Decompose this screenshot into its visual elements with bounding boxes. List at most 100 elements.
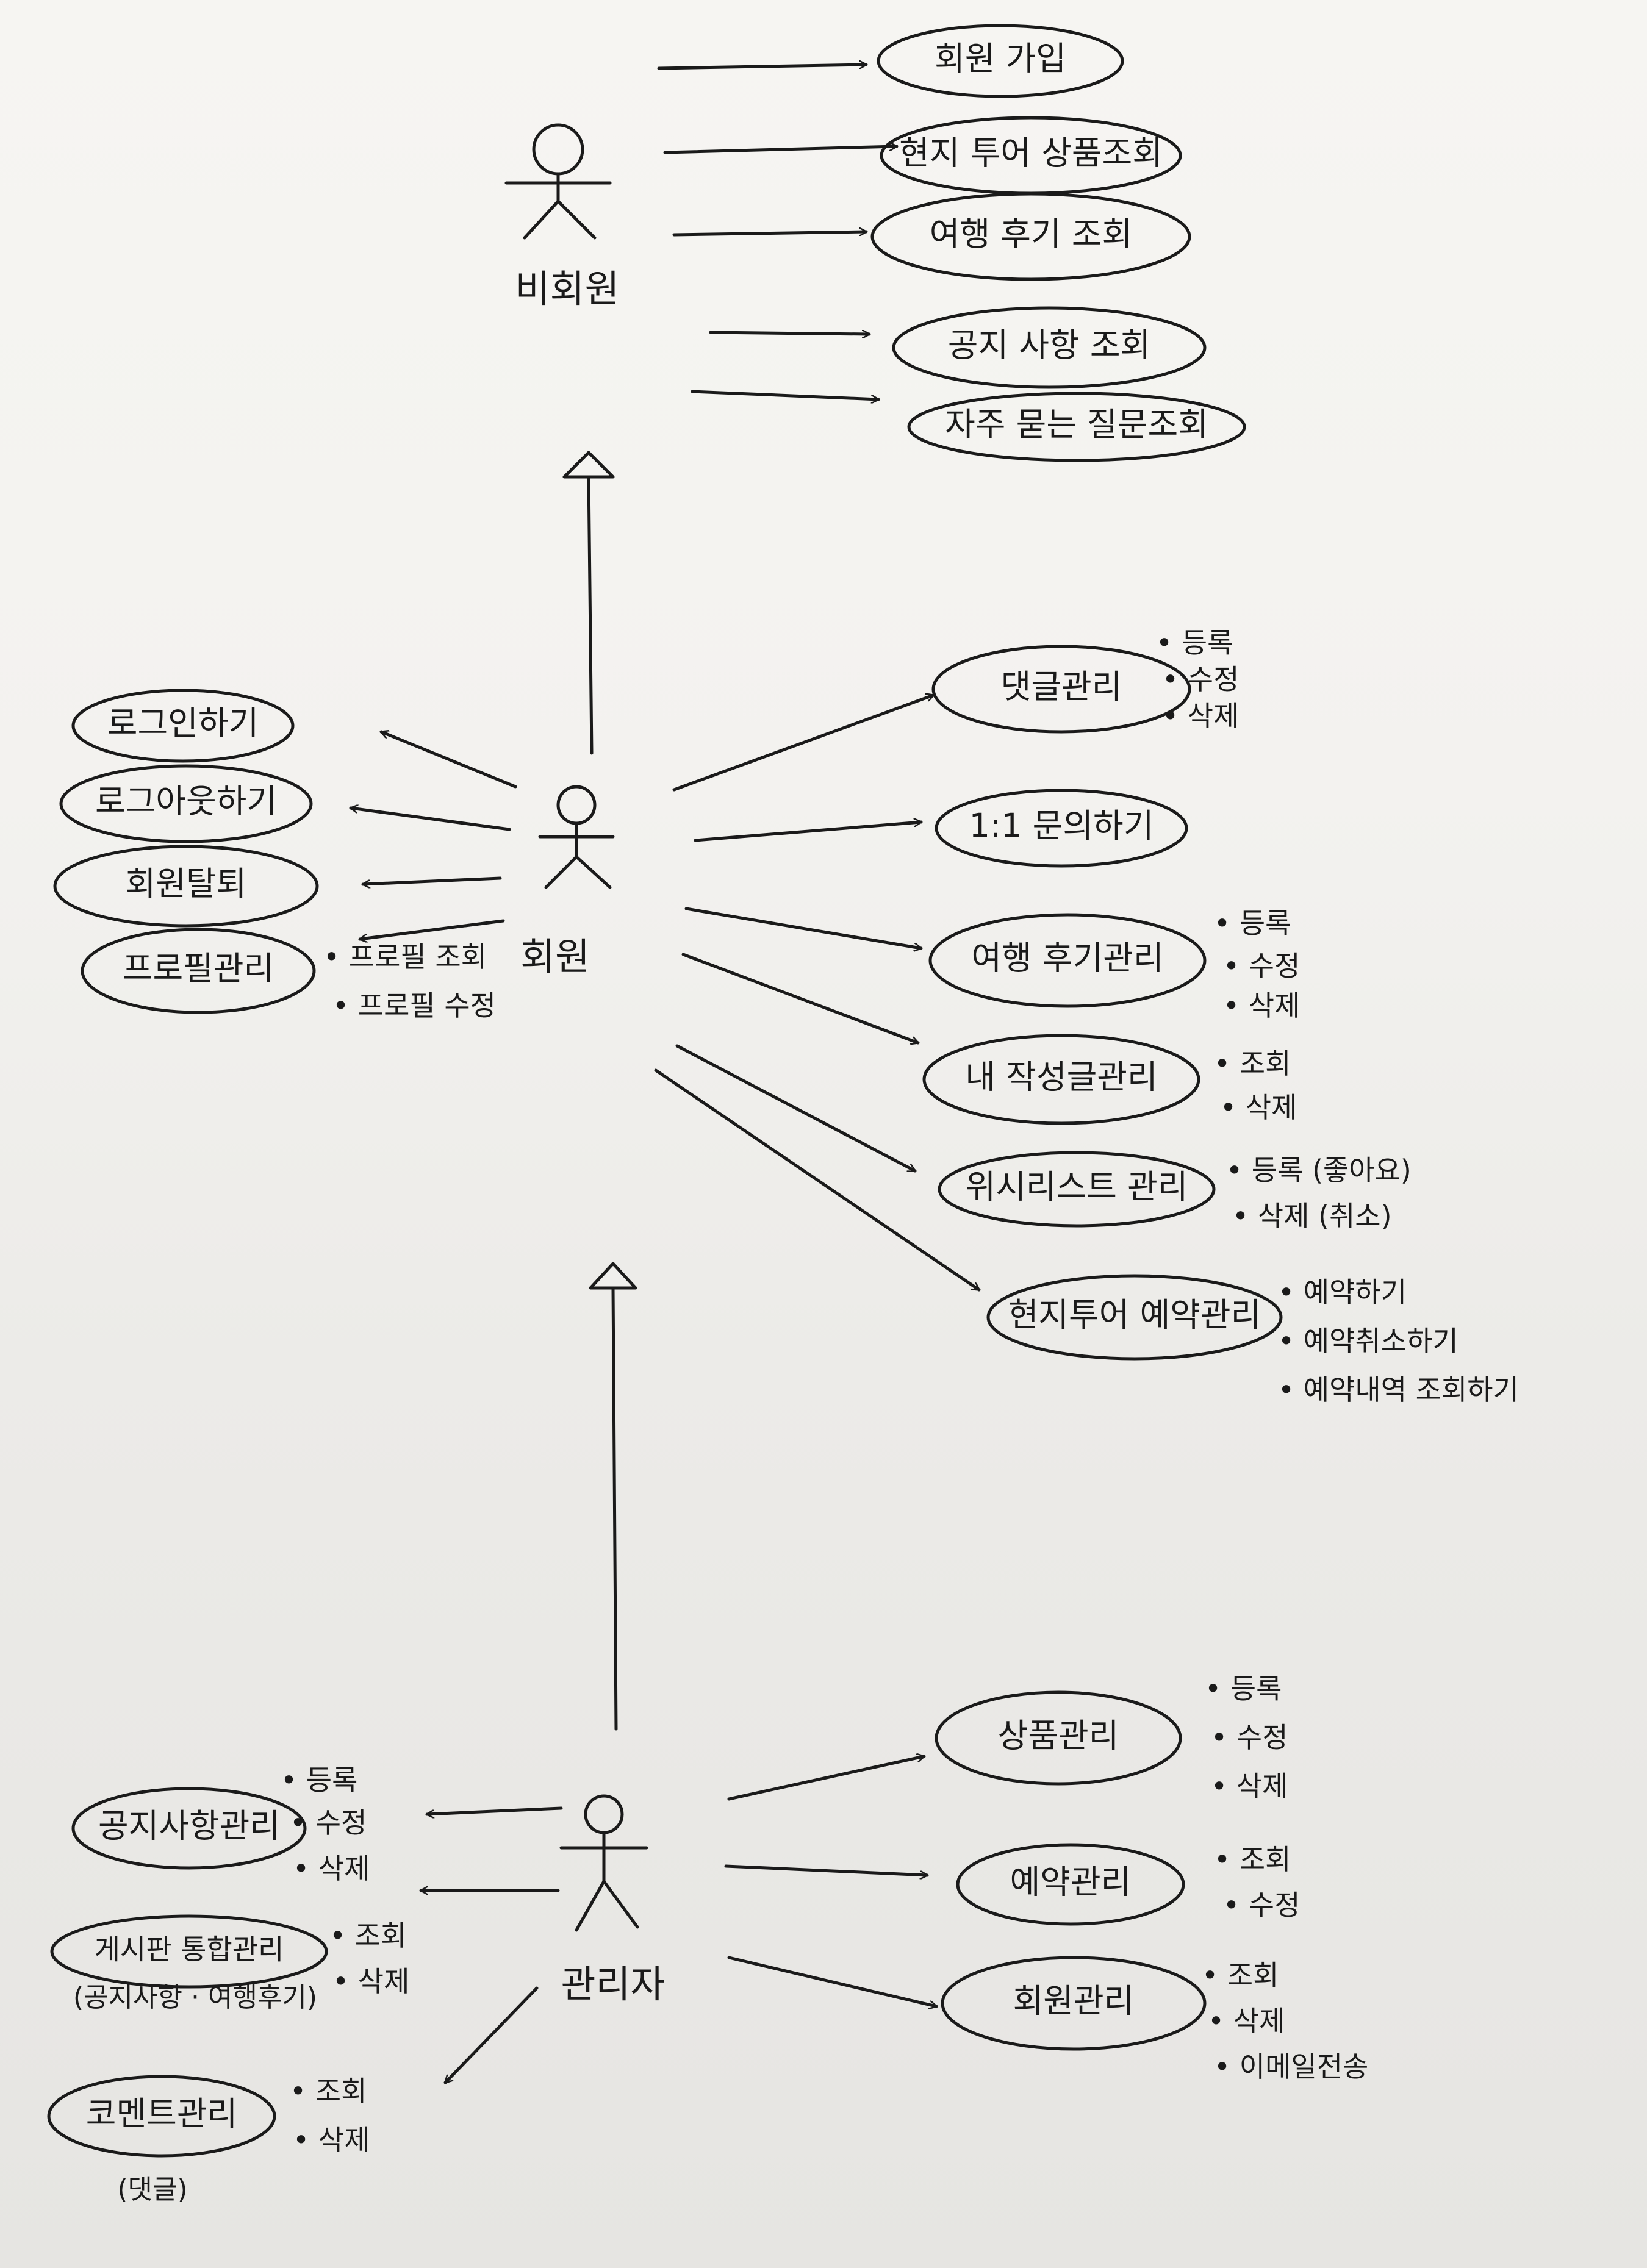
usecase-admin-product (935, 1690, 1182, 1786)
assoc-arrow (351, 808, 511, 831)
note-members-1: • 조회 (1202, 1959, 1279, 1992)
assoc-arrow (654, 1068, 979, 1292)
assoc-arrow (709, 332, 871, 334)
note-wishlist-1: • 등록 (좋아요) (1226, 1154, 1412, 1187)
usecase-label-logout: 로그아웃하기 (95, 782, 277, 821)
usecase-review (928, 913, 1207, 1008)
usecase-label-admin-notice: 공지사항관리 (98, 1807, 280, 1845)
note-reservation-2: • 수정 (1223, 1889, 1300, 1922)
usecase-label-inquiry: 1:1 문의하기 (969, 807, 1154, 845)
usecase-admin-comment (47, 2075, 276, 2158)
note-board-2: • 삭제 (332, 1965, 409, 1998)
note-comment-3: • 삭제 (1162, 699, 1239, 732)
note-notice-1: • 등록 (281, 1764, 357, 1797)
usecase-label-tour-view: 현지 투어 상품조회 (899, 134, 1163, 173)
note-profile-view: • 프로필 조회 (323, 940, 487, 973)
usecase-label-profile: 프로필관리 (123, 950, 274, 988)
usecase-notice-view (892, 306, 1207, 389)
usecase-signup (877, 24, 1124, 98)
note-comment-1: • 등록 (1156, 626, 1233, 659)
usecase-label-review-view: 여행 후기 조회 (930, 215, 1132, 254)
note-members-3: • 이메일전송 (1214, 2050, 1368, 2083)
assoc-arrow (672, 232, 868, 237)
assoc-arrow (657, 65, 868, 70)
usecase-mypost (922, 1034, 1200, 1125)
assoc-arrow (361, 876, 502, 884)
note-board-1: • 조회 (329, 1919, 406, 1952)
note-booking-2: • 예약취소하기 (1278, 1325, 1459, 1358)
note-mypost-1: • 조회 (1214, 1047, 1291, 1080)
usecase-label-booking: 현지투어 예약관리 (1008, 1296, 1261, 1334)
usecase-inquiry (935, 789, 1188, 868)
usecase-label-admin-product: 상품관리 (998, 1717, 1119, 1755)
note-booking-1: • 예약하기 (1278, 1276, 1407, 1309)
note-review-2: • 수정 (1223, 950, 1300, 982)
usecase-withdraw (53, 845, 319, 928)
usecase-label-comment: 댓글관리 (1001, 668, 1122, 706)
assoc-arrow (691, 390, 880, 399)
assoc-arrow (675, 1044, 915, 1173)
assoc-arrow (663, 146, 899, 154)
usecase-label-notice-view: 공지 사항 조회 (948, 326, 1150, 365)
assoc-arrow (672, 695, 933, 792)
actor-label-nonmember: 비회원 (515, 267, 619, 311)
assoc-arrow (360, 919, 505, 939)
generalization-line (611, 1286, 618, 1731)
actor-member (538, 785, 615, 889)
usecase-logout (59, 764, 313, 843)
usecase-admin-notice (71, 1787, 307, 1870)
assoc-arrow (445, 1986, 539, 2083)
usecase-comment (931, 645, 1191, 734)
usecase-admin-board (50, 1914, 328, 1989)
usecase-label-wishlist: 위시리스트 관리 (966, 1168, 1188, 1206)
usecase-label-admin-board: 게시판 통합관리 (95, 1933, 284, 1966)
usecase-booking (986, 1274, 1283, 1361)
note-notice-3: • 삭제 (293, 1852, 370, 1885)
note-product-3: • 삭제 (1211, 1770, 1288, 1803)
usecase-review-view (870, 192, 1191, 281)
note-mypost-2: • 삭제 (1220, 1091, 1297, 1124)
note-booking-3: • 예약내역 조회하기 (1278, 1373, 1519, 1406)
assoc-arrow (694, 822, 921, 842)
usecase-wishlist (938, 1151, 1216, 1228)
note-review-3: • 삭제 (1223, 989, 1300, 1022)
assoc-arrow (681, 953, 918, 1043)
usecase-faq-view (907, 392, 1246, 462)
note-review-1: • 등록 (1214, 907, 1291, 940)
usecase-label-withdraw: 회원탈퇴 (126, 865, 247, 903)
generalization-triangle (562, 451, 615, 479)
actor-nonmember (504, 123, 612, 240)
usecase-label-mypost: 내 작성글관리 (965, 1058, 1157, 1096)
note-comment-2: • 수정 (1162, 663, 1239, 696)
note-admin-comment-1: • 조회 (290, 2075, 367, 2108)
note-profile-edit: • 프로필 수정 (332, 989, 496, 1022)
usecase-admin-members (941, 1956, 1207, 2051)
actor-admin (559, 1794, 648, 1932)
usecase-label-login: 로그인하기 (107, 704, 259, 743)
usecase-sub-admin-board: (공지사항 · 여행후기) (73, 1982, 317, 2013)
generalization-line (587, 475, 594, 755)
note-reservation-1: • 조회 (1214, 1843, 1291, 1876)
usecase-label-admin-reservation: 예약관리 (1010, 1863, 1132, 1901)
usecase-label-admin-comment: 코멘트관리 (86, 2095, 237, 2133)
actor-label-member: 회원 (520, 934, 590, 979)
usecase-sub-admin-comment: (댓글) (117, 2174, 187, 2205)
assoc-arrow (727, 1756, 924, 1801)
assoc-arrow (425, 1806, 563, 1814)
usecase-label-admin-members: 회원관리 (1013, 1982, 1135, 2020)
assoc-arrow (381, 732, 517, 789)
actor-label-admin: 관리자 (561, 1962, 665, 2006)
usecase-profile (81, 928, 316, 1014)
assoc-arrow (727, 1956, 936, 2006)
generalization-triangle (589, 1262, 637, 1290)
usecase-label-signup: 회원 가입 (935, 40, 1066, 78)
usecase-label-review: 여행 후기관리 (971, 939, 1163, 978)
note-admin-comment-2: • 삭제 (293, 2123, 370, 2156)
assoc-arrow (724, 1864, 929, 1875)
usecase-admin-reservation (956, 1843, 1185, 1926)
usecase-login (71, 689, 295, 763)
note-members-2: • 삭제 (1208, 2005, 1285, 2037)
assoc-arrow (684, 907, 921, 948)
